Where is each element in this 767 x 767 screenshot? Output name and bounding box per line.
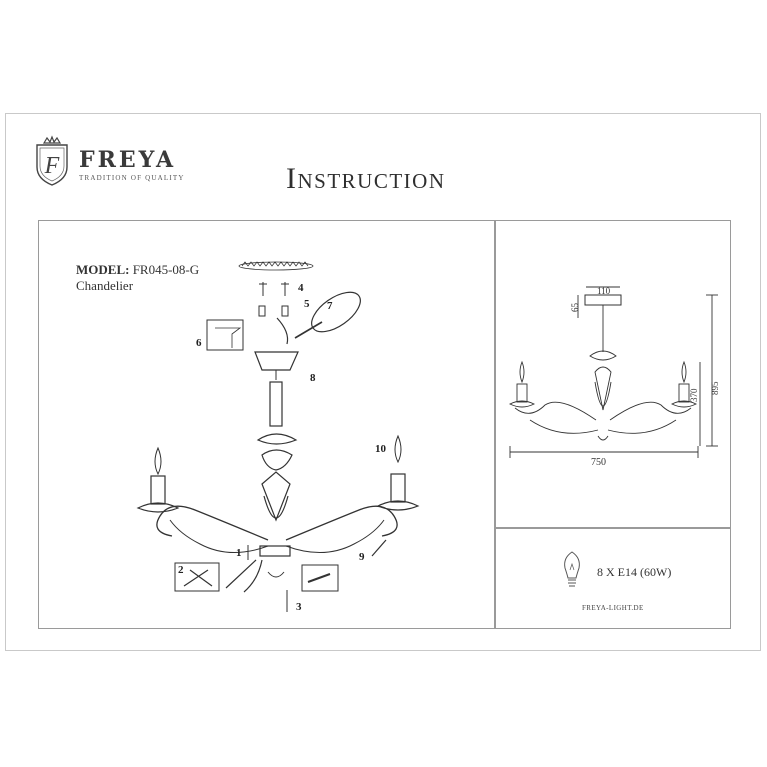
dim-canopy-width: 110	[597, 286, 611, 296]
step-6-label: 6	[196, 337, 202, 349]
light-bulb-icon	[564, 551, 580, 587]
dim-canopy-height: 65	[570, 303, 580, 313]
model-code: FR045-08-G	[132, 262, 200, 277]
model-label: MODEL:	[76, 262, 130, 277]
page-title: Instruction	[286, 162, 446, 195]
step-3-label: 3	[296, 601, 302, 613]
step-10-label: 10	[375, 443, 387, 455]
product-type: Chandelier	[76, 278, 134, 293]
instruction-sheet	[5, 113, 761, 651]
step-9-label: 9	[359, 551, 365, 563]
bulb-panel	[495, 528, 731, 629]
dim-width: 750	[591, 457, 606, 468]
bulb-spec: 8 X E14 (60W)	[597, 565, 672, 579]
brand-tagline: TRADITION OF QUALITY	[79, 174, 185, 182]
wrench-tool-box	[301, 564, 339, 592]
step-8-label: 8	[310, 372, 316, 384]
stem	[269, 381, 283, 427]
crystal-strip	[238, 261, 314, 271]
step-1-label: 1	[236, 547, 242, 559]
step-6-detail	[206, 319, 244, 351]
dim-body-height: 370	[689, 388, 699, 402]
svg-text:F: F	[44, 153, 60, 179]
dim-total-height: 895	[710, 381, 720, 395]
step-2-label: 2	[178, 564, 184, 576]
step-4-label: 4	[298, 282, 304, 294]
model-info: MODEL: FR045-08-G Chandelier	[76, 262, 199, 294]
assembly-panel	[38, 220, 495, 629]
step-7-label: 7	[327, 300, 333, 312]
canopy	[254, 351, 299, 371]
brand-name: FREYA	[79, 147, 177, 173]
website-link[interactable]: FREYA-LIGHT.DE	[582, 604, 644, 612]
pliers-tool-box	[174, 562, 220, 592]
mounting-screws	[258, 282, 289, 317]
freya-crest-icon: F	[36, 135, 68, 186]
step-5-label: 5	[304, 298, 310, 310]
dimensions-panel	[495, 220, 731, 528]
